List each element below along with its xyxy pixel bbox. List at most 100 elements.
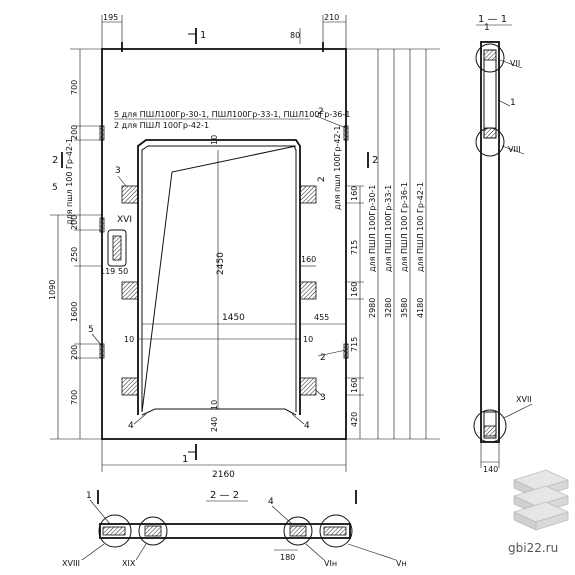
section-2-2-body <box>99 523 351 539</box>
right-dimensions: 160 715 160 715 160 420 для пшл 100Гр-42… <box>333 126 364 440</box>
dim-10-left: 10 <box>124 335 134 344</box>
node16-fill <box>112 235 122 261</box>
detail-xvii-circle <box>473 409 507 443</box>
callouts: 5 для ПШЛ100Гр-30-1, ПШЛ100Гр-33-1, ПШЛ1… <box>52 107 350 431</box>
section-1-1-cavity-top <box>483 49 497 139</box>
s22-label-xix: XIX <box>122 559 136 568</box>
dim-right-715b: 715 <box>350 337 359 352</box>
section-markers: 1 1 2 2 <box>52 28 378 465</box>
watermark-text: gbi22.ru <box>508 541 558 555</box>
callout-5-left-b: 5 <box>88 325 94 335</box>
cut-label-bottom: 1 <box>182 454 188 465</box>
table-height-4: 4180 <box>416 298 425 318</box>
callout-4-right: 4 <box>304 421 310 431</box>
dim-top-left: 195 <box>103 13 118 22</box>
table-label-3: для ПШЛ 100 Гр-36-1 <box>400 182 409 272</box>
panel-outline <box>101 48 347 440</box>
dim-10-right: 10 <box>303 335 313 344</box>
s22-label-4: 4 <box>268 497 274 507</box>
callout-3-left: 3 <box>115 166 121 176</box>
anchor-right-3 <box>299 377 317 396</box>
dim-right-420: 420 <box>350 412 359 427</box>
anchor-right-2 <box>299 281 317 300</box>
dim-right-160c: 160 <box>350 378 359 393</box>
anchor-left-3 <box>121 377 139 396</box>
callout-2-top: 2 <box>318 107 324 117</box>
anchor-left-1 <box>121 185 139 204</box>
s11-label-xvii: XVII <box>516 395 532 404</box>
left-dimensions: 700 200 200 250 1090 1600 200 700 для пш… <box>48 48 102 440</box>
dim-left-250: 250 <box>70 247 79 262</box>
door-opening-inner <box>141 145 297 412</box>
callout-2-vert: 2 <box>317 176 327 182</box>
inner-dimension-labels: 2450 1450 455 160 10 10 10 10 240 119 50 <box>100 135 329 432</box>
edge-plate-left-2 <box>99 343 105 359</box>
node16-frame <box>107 229 127 267</box>
note-right-vertical: для пшл 100Гр-42-1 <box>333 126 342 210</box>
note-5-line1: 5 для ПШЛ100Гр-30-1, ПШЛ100Гр-33-1, ПШЛ1… <box>114 110 350 119</box>
dim-119: 119 <box>100 267 115 276</box>
s11-label-vii: VII <box>510 59 520 68</box>
table-height-2: 3280 <box>384 298 393 318</box>
detail-vii-circle <box>475 43 505 73</box>
cut-label-top: 1 <box>200 30 206 41</box>
dim-height-2450: 2450 <box>216 252 226 275</box>
s22-label-1: 1 <box>86 491 92 501</box>
dim-left-200c: 200 <box>70 345 79 360</box>
callout-3-right: 3 <box>320 393 326 403</box>
dim-10-bottom: 10 <box>210 400 219 410</box>
section-2-2-title: 2 — 2 <box>210 490 239 501</box>
s22-label-vi: VIн <box>324 559 337 568</box>
s11-dim-140: 140 <box>483 465 498 474</box>
anchor-right-1 <box>299 185 317 204</box>
section-1-1-title: 1 — 1 <box>478 14 507 25</box>
edge-plate-left-3 <box>99 217 105 233</box>
s11-label-1a: 1 <box>510 98 516 108</box>
detail-viii-circle <box>475 127 505 157</box>
s11-label-viii: VIII <box>508 145 521 154</box>
table-label-2: для ПШЛ 100Гр-33-1 <box>384 185 393 272</box>
dim-455: 455 <box>314 313 329 322</box>
dim-right-715a: 715 <box>350 240 359 255</box>
table-label-1: для ПШЛ 100Гр-30-1 <box>368 185 377 272</box>
edge-plate-left-1 <box>99 125 105 141</box>
section-2-2: 2 — 2 1 4 XVIII XIX VIн Vн 180 <box>62 490 407 568</box>
top-dimensions: 195 210 80 <box>101 13 347 49</box>
section-1-1: 1 — 1 VII 1 VIII XVII 1 140 <box>473 14 533 474</box>
cut2-label-right: 2 <box>372 155 378 166</box>
edge-plate-right-2 <box>343 343 349 359</box>
dim-right-160b: 160 <box>350 282 359 297</box>
height-table: 2980 3280 3580 4180 для ПШЛ 100Гр-30-1 д… <box>346 48 440 440</box>
bottom-dimensions: 2160 <box>101 439 347 480</box>
dim-top-gap: 80 <box>290 31 300 40</box>
callout-5-left-a: 5 <box>52 183 58 193</box>
table-height-1: 2980 <box>368 298 377 318</box>
dim-240: 240 <box>210 417 219 432</box>
detail-xix-circle <box>138 516 168 546</box>
callout-4-left: 4 <box>128 421 134 431</box>
node-xvi-label: XVI <box>117 215 132 225</box>
dim-top-right: 210 <box>324 13 339 22</box>
threshold <box>141 408 297 416</box>
callout-2-right: 2 <box>320 353 326 363</box>
edge-plate-right-1 <box>343 125 349 141</box>
dim-left-200a: 200 <box>70 125 79 140</box>
dim-left-700b: 700 <box>70 390 79 405</box>
section-1-1-cavity-bottom <box>483 411 497 439</box>
anchor-left-2 <box>121 281 139 300</box>
main-panel <box>99 42 349 440</box>
s22-label-xviii: XVIII <box>62 559 80 568</box>
note-left-vertical: для пшл 100 Гр-42-1 <box>65 138 74 225</box>
door-opening <box>137 139 301 415</box>
table-label-4: для ПШЛ 100 Гр-42-1 <box>416 182 425 272</box>
detail-v-circle <box>319 514 353 548</box>
detail-vi-circle <box>283 516 313 546</box>
dim-left-1600: 1600 <box>70 302 79 322</box>
dim-left-700a: 700 <box>70 80 79 95</box>
s11-label-1top: 1 <box>484 23 490 33</box>
dim-right-160a: 160 <box>350 186 359 201</box>
s22-label-v: Vн <box>396 559 407 568</box>
dim-10-top: 10 <box>210 135 219 145</box>
table-height-3: 3580 <box>400 298 409 318</box>
